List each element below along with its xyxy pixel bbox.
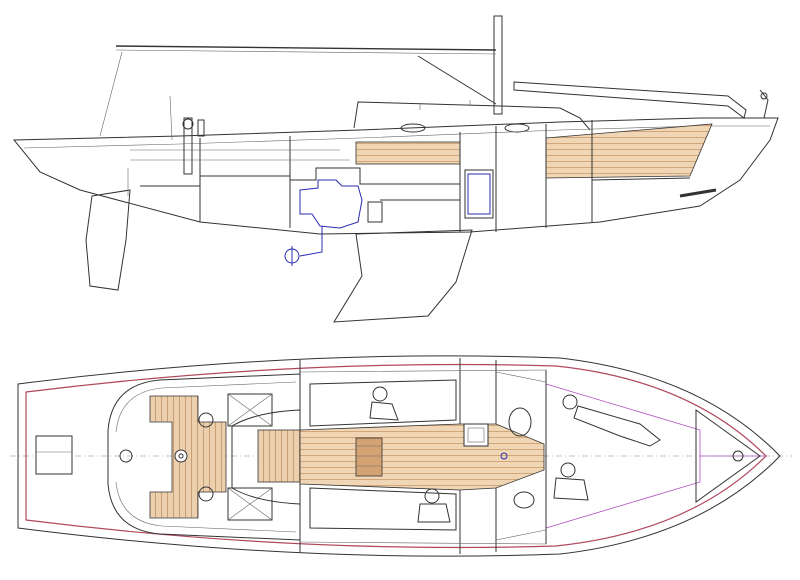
- saloon-sole: [299, 423, 545, 491]
- boom: [115, 45, 497, 51]
- saloon-panel: [355, 141, 461, 165]
- cockpit-sole: [149, 395, 227, 519]
- helm-pedestal: [174, 449, 188, 463]
- figure-reclining: [562, 394, 661, 447]
- rudder: [85, 189, 131, 291]
- galley-sink: [463, 423, 489, 447]
- figure-seated-aft: [369, 386, 399, 421]
- figure-seated-fwd: [553, 462, 589, 501]
- engine-system: [299, 179, 363, 229]
- portlight-fwd: [504, 123, 530, 133]
- head-toilet: [508, 407, 532, 437]
- figure-seated-galley: [417, 488, 451, 523]
- hull-plan: [17, 355, 781, 557]
- plan-view: [10, 355, 792, 557]
- forward-panel: [545, 123, 713, 179]
- saloon-table: [355, 437, 383, 477]
- lazarette-hatch: [35, 435, 73, 475]
- keel: [333, 229, 473, 323]
- coachroof: [353, 101, 591, 131]
- profile-view: [12, 15, 779, 323]
- hull-profile: [12, 117, 779, 235]
- mast: [493, 15, 503, 115]
